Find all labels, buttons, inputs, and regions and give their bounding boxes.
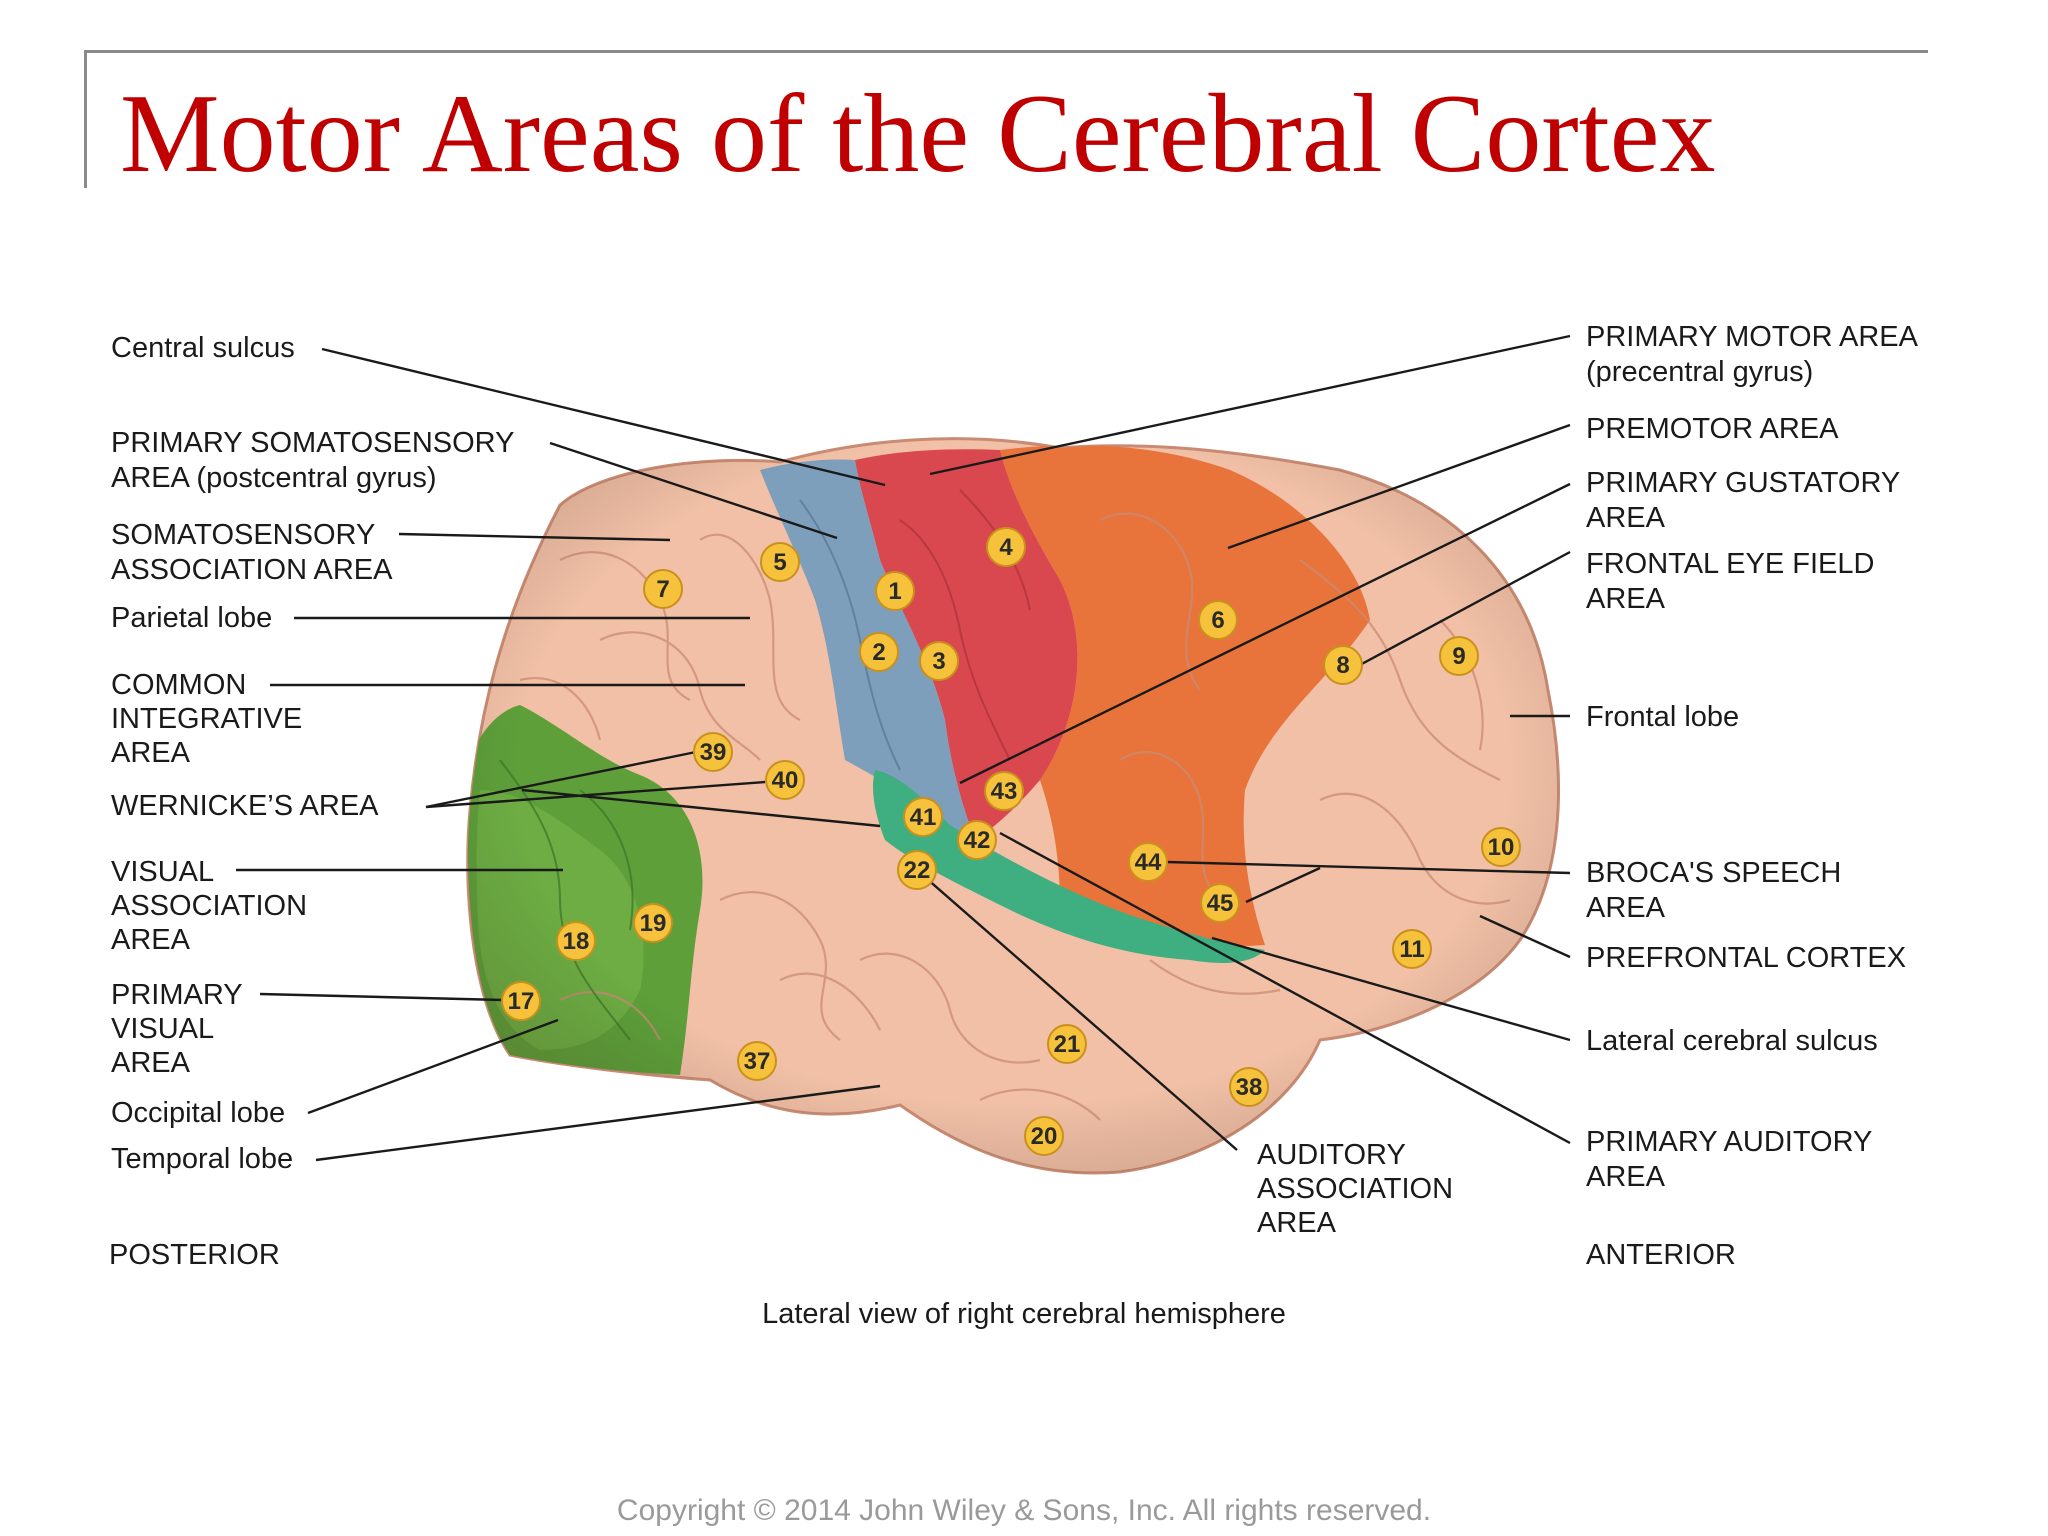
svg-text:19: 19 [640, 910, 667, 937]
leader-lines-right [917, 334, 1571, 1151]
label-frontal-lobe: Frontal lobe [1586, 701, 1739, 733]
area-marker-4: 4 [986, 527, 1026, 567]
slide-frame-left [84, 50, 87, 188]
svg-text:44: 44 [1135, 849, 1162, 876]
svg-text:38: 38 [1236, 1074, 1263, 1101]
svg-text:8: 8 [1336, 652, 1349, 679]
svg-text:17: 17 [508, 988, 535, 1015]
area-marker-3: 3 [919, 641, 959, 681]
svg-text:43: 43 [991, 778, 1018, 805]
area-marker-6: 6 [1198, 600, 1238, 640]
area-markers: 1 2 3 4 5 6 7 8 9 10 11 17 18 19 20 21 2… [501, 527, 1521, 1156]
label-primary-motor: PRIMARY MOTOR AREA(precentral gyrus) [1586, 321, 1919, 388]
svg-text:2: 2 [872, 639, 885, 666]
svg-text:7: 7 [656, 576, 669, 603]
area-marker-42: 42 [957, 820, 997, 860]
label-parietal-lobe: Parietal lobe [111, 602, 272, 634]
label-anterior: ANTERIOR [1586, 1239, 1736, 1271]
area-marker-37: 37 [737, 1041, 777, 1081]
area-marker-38: 38 [1229, 1067, 1269, 1107]
area-marker-18: 18 [556, 921, 596, 961]
svg-text:37: 37 [744, 1048, 771, 1075]
svg-text:18: 18 [563, 928, 590, 955]
area-marker-39: 39 [693, 732, 733, 772]
area-marker-21: 21 [1047, 1024, 1087, 1064]
area-marker-45: 45 [1200, 883, 1240, 923]
label-temporal-lobe: Temporal lobe [111, 1143, 293, 1175]
labels-right: PRIMARY MOTOR AREA(precentral gyrus) PRE… [1257, 321, 1919, 1271]
svg-text:40: 40 [772, 767, 799, 794]
label-lateral-sulcus: Lateral cerebral sulcus [1586, 1025, 1878, 1057]
area-marker-11: 11 [1392, 929, 1432, 969]
area-marker-41: 41 [903, 797, 943, 837]
figure-caption: Lateral view of right cerebral hemispher… [762, 1298, 1286, 1330]
label-prefrontal-cortex: PREFRONTAL CORTEX [1586, 942, 1906, 974]
area-marker-2: 2 [859, 632, 899, 672]
slide-frame-top [84, 50, 1928, 53]
area-marker-19: 19 [633, 903, 673, 943]
label-central-sulcus: Central sulcus [111, 332, 295, 364]
svg-text:6: 6 [1211, 607, 1224, 634]
svg-text:41: 41 [910, 804, 937, 831]
svg-text:22: 22 [904, 857, 931, 884]
area-marker-1: 1 [875, 571, 915, 611]
area-marker-5: 5 [760, 542, 800, 582]
svg-text:39: 39 [700, 739, 727, 766]
svg-text:42: 42 [964, 827, 991, 854]
label-wernickes-area: WERNICKE’S AREA [111, 790, 379, 822]
svg-text:45: 45 [1207, 890, 1234, 917]
area-marker-9: 9 [1439, 636, 1479, 676]
label-premotor: PREMOTOR AREA [1586, 413, 1839, 445]
svg-text:20: 20 [1031, 1123, 1058, 1150]
area-marker-43: 43 [984, 771, 1024, 811]
svg-text:9: 9 [1452, 643, 1465, 670]
area-marker-40: 40 [765, 760, 805, 800]
slide-title: Motor Areas of the Cerebral Cortex [120, 72, 1716, 196]
area-marker-17: 17 [501, 981, 541, 1021]
area-marker-44: 44 [1128, 842, 1168, 882]
svg-text:3: 3 [932, 648, 945, 675]
svg-text:10: 10 [1488, 834, 1515, 861]
copyright-notice: Copyright © 2014 John Wiley & Sons, Inc.… [616, 1494, 1432, 1527]
svg-text:1: 1 [888, 578, 901, 605]
svg-text:11: 11 [1399, 936, 1424, 963]
area-marker-10: 10 [1481, 827, 1521, 867]
area-marker-20: 20 [1024, 1116, 1064, 1156]
svg-text:4: 4 [999, 534, 1013, 561]
label-posterior: POSTERIOR [109, 1239, 280, 1271]
label-occipital-lobe: Occipital lobe [111, 1097, 285, 1129]
area-marker-7: 7 [643, 569, 683, 609]
area-marker-8: 8 [1323, 645, 1363, 685]
svg-text:5: 5 [773, 549, 786, 576]
area-marker-22: 22 [897, 850, 937, 890]
svg-text:21: 21 [1054, 1031, 1081, 1058]
leader-lines-left [236, 347, 886, 1162]
